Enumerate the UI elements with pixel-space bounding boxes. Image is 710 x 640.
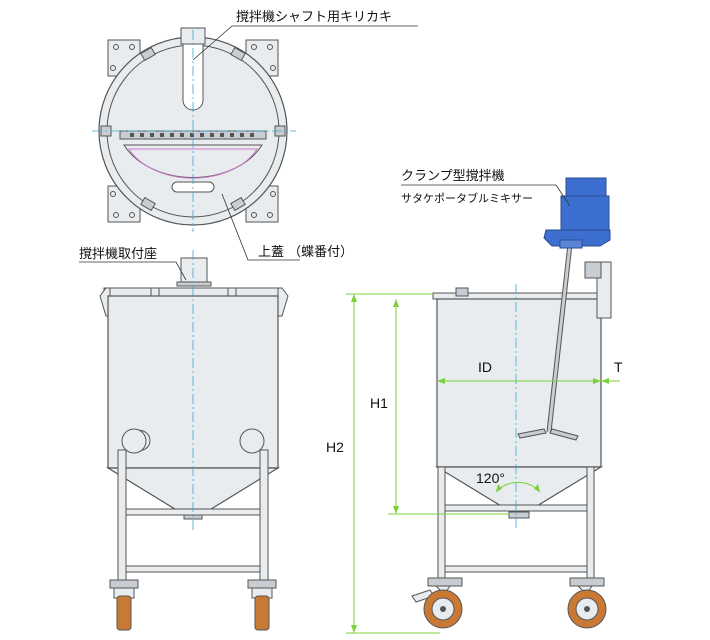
mixer-impeller: [517, 428, 579, 441]
side-view: クランプ型撹拌機 サタケポータブルミキサー: [326, 169, 623, 634]
mixer-motor-body: [560, 195, 610, 231]
shaft-notch-label: 撹拌機シャフト用キリカキ: [236, 10, 392, 25]
mount-seat-leader: [79, 261, 187, 281]
lid-gasket: [128, 148, 258, 179]
mixer-sub-label: サタケポータブルミキサー: [401, 191, 533, 205]
front-leg-elbow-left: [121, 428, 147, 454]
dim-h1: H1: [370, 395, 388, 411]
side-casters: [411, 577, 607, 629]
top-view: 撹拌機シャフト用キリカキ 上蓋 （蝶番付）: [92, 10, 418, 261]
side-tank-body: [436, 298, 602, 468]
top-leaders: [192, 25, 418, 261]
mixer-name-label: クランプ型撹拌機: [401, 169, 505, 184]
mount-seat-label: 撹拌機取付座: [79, 247, 157, 262]
mixer-leader: [401, 184, 571, 207]
front-leg-elbow-right: [239, 428, 265, 454]
dim-id: ID: [478, 359, 492, 375]
dim-h2: H2: [326, 439, 344, 455]
top-center-lines: [92, 30, 296, 232]
dimension-lines: [346, 293, 620, 634]
mixer-motor-top: [565, 177, 607, 197]
dimension-arrows: [351, 294, 609, 633]
front-view: 撹拌機取付座: [79, 247, 289, 631]
hinge-knuckles: [130, 133, 254, 137]
front-casters: [109, 579, 277, 631]
dim-angle: 120°: [476, 470, 505, 486]
dim-t: T: [614, 359, 623, 375]
lid-label: 上蓋 （蝶番付）: [258, 245, 353, 260]
lid-brackets: [107, 39, 279, 223]
